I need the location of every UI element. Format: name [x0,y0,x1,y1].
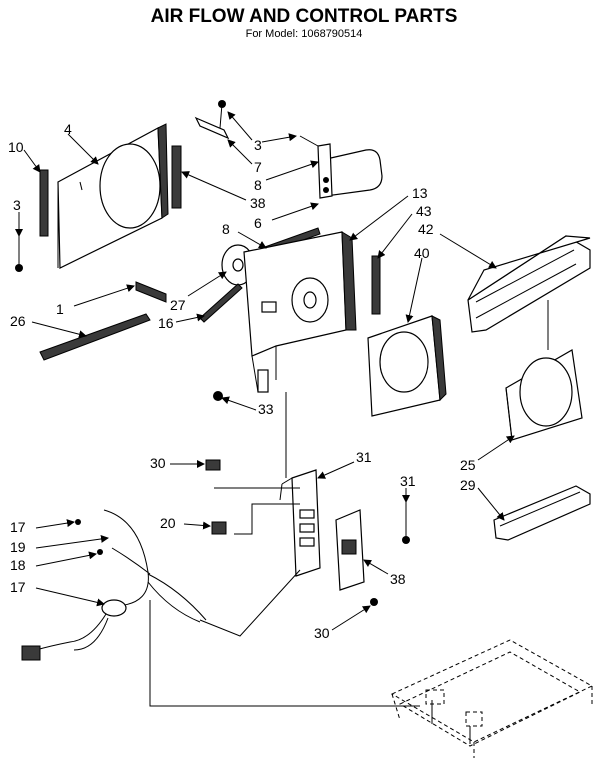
part-screw-30 [370,598,378,606]
callout-10: 10 [8,139,24,155]
connector-wire-harness [199,569,301,637]
leader-18 [35,535,109,549]
part-foam-strip-22 [39,313,151,361]
leader-29 [317,461,355,479]
part-switch-27 [205,459,221,471]
callout-38: 38 [390,571,406,587]
callout-43: 43 [416,203,432,219]
callout-8: 8 [222,221,230,237]
connector-wire-lower [149,600,420,707]
callout-30: 30 [314,625,330,641]
leader-30 [331,605,371,631]
callout-32: 38 [250,195,266,211]
leader-8 [237,231,267,249]
leader-19 [183,521,211,530]
leader-16 [35,587,105,607]
callout-27: 30 [150,455,166,471]
part-orifice-right [505,349,583,441]
leader-10 [23,149,41,173]
part-base-pan-phantom [390,639,594,758]
part-bracket-5 [194,116,230,140]
callout-3-left: 3 [13,197,21,213]
callout-20: 25 [460,457,476,473]
leader-3-top [227,111,253,141]
leader-25 [187,271,227,297]
part-control-panel [279,469,321,577]
diagram-title: AIR FLOW AND CONTROL PARTS [151,6,458,27]
leader-4 [67,133,99,165]
callout-7: 8 [254,177,262,193]
callout-1: 1 [56,301,64,317]
diagram-subtitle: For Model: 1068790514 [246,28,363,40]
callout-3-top: 3 [254,137,262,153]
part-screw-left [15,236,23,272]
callout-22: 26 [10,313,26,329]
part-switch-19 [211,521,227,535]
callout-16: 17 [10,579,26,595]
connector-wire-19 [234,503,300,535]
callout-42: 42 [418,221,434,237]
callout-13: 13 [412,185,428,201]
part-strip-15 [199,283,243,323]
leader-42 [439,233,497,269]
callout-5: 7 [254,159,262,175]
leader-3-cap [261,133,297,143]
leader-17-top [35,519,75,529]
part-screw-top [218,100,226,129]
callout-40: 33 [258,401,274,417]
part-foam-strip-43 [371,255,381,315]
leader-38 [363,559,389,575]
callout-31: 31 [400,473,416,489]
callout-29: 31 [356,449,372,465]
part-foam-block-1 [135,281,167,303]
callout-25: 27 [170,297,186,313]
leader-33 [405,257,423,323]
callout-4: 4 [64,121,72,137]
part-control-cover [335,509,365,591]
part-screw-31 [402,502,410,544]
leader-1 [73,284,135,307]
callout-26: 29 [460,477,476,493]
part-foam-strip-left [39,169,49,237]
leader-5 [227,139,253,165]
part-nut [213,391,223,401]
part-fan-shroud-left [57,123,169,269]
callout-17-bottom: 18 [10,557,26,573]
callout-6: 6 [254,215,262,231]
part-drain-channel [493,485,591,541]
leader-13 [349,195,409,241]
part-bulkhead [243,231,357,393]
callout-19: 20 [160,515,176,531]
leader-22 [31,321,87,339]
leader-40 [221,396,257,411]
part-scroll-orifice [367,315,447,417]
leader-20 [477,435,515,461]
callout-33: 40 [414,245,430,261]
part-foam-strip-center [171,145,182,209]
callout-17-top: 17 [10,519,26,535]
callout-15: 16 [158,315,174,331]
leader-7 [265,160,319,181]
part-discharge-duct [467,235,591,333]
leader-32 [181,171,247,201]
leader-43 [377,213,413,259]
callout-18: 19 [10,539,26,555]
part-wiring-harness [21,509,207,661]
leader-26 [477,487,505,521]
leader-17-bottom [35,551,97,567]
leader-15 [175,313,205,323]
part-capacitor [299,135,383,199]
leader-6 [271,202,319,221]
